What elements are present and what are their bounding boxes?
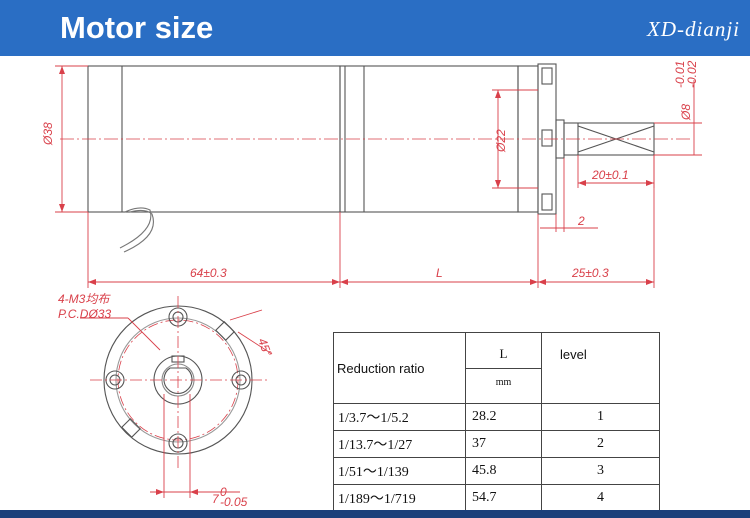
flat-arrow-2 bbox=[190, 489, 198, 495]
shaft-flat-profile bbox=[163, 367, 193, 394]
dim-gearbox-length: L bbox=[436, 266, 443, 280]
screw-hole-top bbox=[541, 67, 553, 85]
dimension-lines bbox=[55, 65, 702, 288]
table-row: 1/13.7～1/27 37 2 bbox=[333, 430, 660, 458]
table-row: 1/51～1/139 45.8 3 bbox=[333, 457, 660, 485]
flat-arrow bbox=[156, 489, 164, 495]
side-notch-2 bbox=[121, 418, 141, 438]
front-view-centerlines bbox=[90, 296, 270, 470]
ratio-cell: 1/13.7～1/27 bbox=[333, 430, 466, 458]
page-title: Motor size bbox=[60, 10, 214, 45]
dim-shaft-diameter: Ø8 bbox=[679, 104, 693, 121]
flat-depth-label: 7 bbox=[212, 492, 220, 506]
hole-spec-label: 4-M3均布 bbox=[58, 292, 111, 306]
level-cell: 4 bbox=[541, 484, 660, 512]
pcd-label: P.C.DØ33 bbox=[58, 307, 111, 321]
screw-hole-bottom bbox=[541, 193, 553, 211]
header-L: L bbox=[466, 340, 541, 369]
dim-shaft-length: 25±0.3 bbox=[571, 266, 609, 280]
dim-shaft-key-length: 20±0.1 bbox=[591, 168, 629, 182]
ratio-cell: 1/51～1/139 bbox=[333, 457, 466, 485]
table-header-row: Reduction ratio L mm level bbox=[333, 332, 660, 404]
reduction-ratio-table: Reduction ratio L mm level 1/3.7～1/5.2 2… bbox=[333, 332, 660, 512]
dim-shaft-tol-upper: -0.01 bbox=[673, 61, 687, 88]
table-row: 1/3.7～1/5.2 28.2 1 bbox=[333, 403, 660, 431]
level-cell: 2 bbox=[541, 430, 660, 458]
side-notch bbox=[215, 321, 235, 341]
level-cell: 3 bbox=[541, 457, 660, 485]
length-cell: 37 bbox=[465, 430, 542, 458]
dim-diameter-38: Ø38 bbox=[41, 122, 55, 146]
dim-diameter-22: Ø22 bbox=[494, 129, 508, 153]
ratio-cell: 1/189～1/719 bbox=[333, 484, 466, 512]
dim-motor-length: 64±0.3 bbox=[190, 266, 227, 280]
header-level: level bbox=[541, 332, 660, 404]
flat-tol-upper-label: 0 bbox=[220, 485, 227, 499]
dim-shaft-tol-lower: -0.02 bbox=[685, 60, 699, 88]
header-L-cell: L mm bbox=[465, 332, 542, 404]
lead-wire bbox=[119, 207, 152, 249]
lead-wire-2 bbox=[123, 209, 154, 253]
length-cell: 28.2 bbox=[465, 403, 542, 431]
dim-shaft-step: 2 bbox=[577, 214, 585, 228]
length-cell: 54.7 bbox=[465, 484, 542, 512]
motor-side-view bbox=[87, 63, 655, 253]
bottom-stripe bbox=[0, 510, 750, 518]
length-cell: 45.8 bbox=[465, 457, 542, 485]
table-row: 1/189～1/719 54.7 4 bbox=[333, 484, 660, 512]
header-banner: Motor size XD-dianji bbox=[0, 0, 750, 56]
header-reduction-ratio: Reduction ratio bbox=[333, 332, 466, 404]
brand-logo-text: XD-dianji bbox=[647, 17, 740, 41]
screw-hole-mid bbox=[541, 129, 553, 147]
angle-label: 45° bbox=[255, 336, 274, 358]
front-view-dims bbox=[80, 309, 273, 498]
flat-tol-label: -0.05 bbox=[220, 495, 248, 509]
technical-drawing: Ø38 Ø22 Ø8 -0.01 -0.02 20±0.1 2 64±0.3 L… bbox=[41, 60, 702, 509]
header-mm: mm bbox=[495, 376, 512, 388]
level-cell: 1 bbox=[541, 403, 660, 431]
ratio-cell: 1/3.7～1/5.2 bbox=[333, 403, 466, 431]
dimension-arrows bbox=[59, 66, 654, 285]
